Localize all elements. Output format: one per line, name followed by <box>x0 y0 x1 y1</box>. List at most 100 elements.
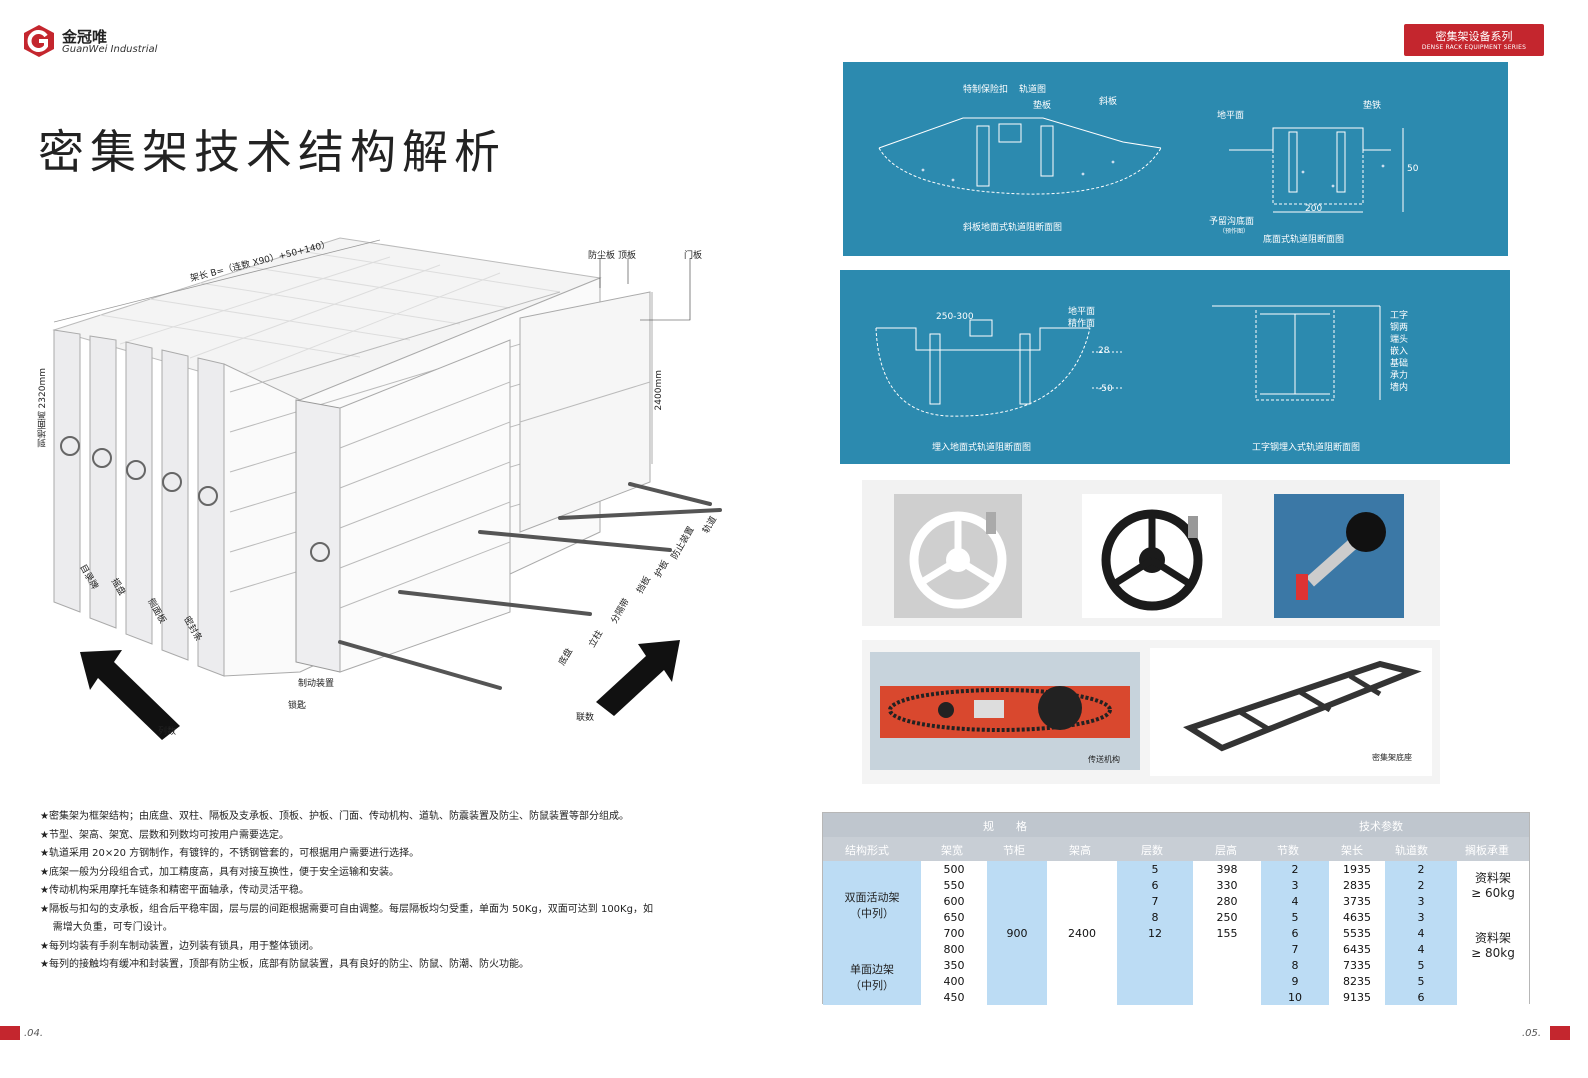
transmission-photo: 传送机构 <box>870 652 1140 770</box>
white-handwheel-icon <box>909 511 1007 609</box>
p1-caption-right: 底面式轨道阻断面图 <box>1263 235 1345 245</box>
p1-label-i: 予留沟底面 <box>1209 217 1255 227</box>
th-layer-height: 层高 <box>1215 844 1237 857</box>
table-cell-nodes: 5 <box>1291 911 1299 924</box>
p1-label-d: 斜板 <box>1099 97 1118 107</box>
th-type: 结构形式 <box>845 844 889 857</box>
table-cell-widths: 700 <box>943 927 965 940</box>
table-cell-rails: 5 <box>1417 959 1425 972</box>
white-wheel-photo <box>894 494 1022 618</box>
p1-label-j: （预作图） <box>1219 228 1250 235</box>
table-cell-nodes: 6 <box>1291 927 1299 940</box>
th-nodes: 节数 <box>1277 844 1299 857</box>
feature-item: ★节型、架高、架宽、层数和列数均可按用户需要选定。 <box>40 829 289 841</box>
label-top: 顶板 <box>618 251 637 261</box>
table-cell-layer_heights: 250 <box>1216 911 1238 924</box>
table-cell-lengths: 3735 <box>1343 895 1371 908</box>
rack-base-icon <box>1183 660 1422 752</box>
table-cell-layers: 6 <box>1151 879 1159 892</box>
rail-section-panel-1: 特制保险扣 轨道图 垫板 斜板 地平面 垫铁 50 200 予留沟底面 （预作图… <box>843 62 1508 256</box>
table-cell-rails: 3 <box>1417 911 1425 924</box>
table-cell-nodes: 8 <box>1291 959 1299 972</box>
table-cell-widths: 350 <box>943 959 965 972</box>
th-height: 架高 <box>1069 844 1091 857</box>
table-cell-rails: 4 <box>1417 927 1425 940</box>
page-title: 密集架技术结构解析 <box>38 125 506 179</box>
p2-label-k: 承力 <box>1390 371 1409 381</box>
col-layer-height <box>1193 861 1261 1005</box>
label-units: 联数 <box>576 713 595 723</box>
feature-item: ★每列的接触均有缓冲和封装置，顶部有防尘板，底部有防鼠装置，具有良好的防尘、防鼠… <box>40 959 529 970</box>
rack-illustration <box>52 237 722 740</box>
p1-label-b: 轨道图 <box>1019 85 1047 95</box>
table-cell-nodes: 10 <box>1288 991 1302 1004</box>
p2-label-g: 钢两 <box>1390 323 1409 333</box>
logo-en-text: GuanWei Industrial <box>62 44 158 55</box>
base-photo: 密集架底座 <box>1150 648 1432 776</box>
p1-label-e: 地平面 <box>1217 111 1245 121</box>
table-group-header: 规 格 技术参数 <box>823 813 1529 837</box>
table-cell-rails: 4 <box>1417 943 1425 956</box>
th-load: 搁板承重 <box>1465 844 1509 857</box>
p2-label-i: 嵌入 <box>1390 347 1409 357</box>
table-cell-layers: 5 <box>1151 863 1159 876</box>
type2: 单面边架 <box>850 963 894 976</box>
brand-logo: 金冠唯 GuanWei Industrial <box>22 24 182 62</box>
label-columns: 列数 <box>158 727 177 737</box>
label-height-left: 到地面高 2320mm <box>38 368 48 448</box>
col-type: 双面活动架 （中列） 单面边架 （中列） <box>823 861 921 1005</box>
units-arrow-icon <box>596 640 680 716</box>
crank-photo <box>1274 494 1404 618</box>
label-brake: 制动装置 <box>298 679 335 689</box>
type2b: （中列） <box>850 979 894 992</box>
table-cell-widths: 500 <box>943 863 965 876</box>
p1-label-h: 200 <box>1305 204 1323 214</box>
series-badge: 密集架设备系列 DENSE RACK EQUIPMENT SERIES <box>1404 24 1544 56</box>
table-cell-layers: 8 <box>1151 911 1159 924</box>
feature-item: ★密集架为框架结构；由底盘、双柱、隔板及支承板、顶板、护板、门面、传动机构、道轨… <box>40 811 629 822</box>
label-door: 门板 <box>684 251 703 261</box>
p1-label-g: 50 <box>1407 164 1419 174</box>
table-cell-layer_heights: 155 <box>1216 927 1238 940</box>
th-layers: 层数 <box>1141 844 1163 857</box>
table-cell-lengths: 2835 <box>1343 879 1371 892</box>
table-cell-rails: 3 <box>1417 895 1425 908</box>
crank-handle-icon <box>1296 512 1386 600</box>
table-cell-layer_heights: 398 <box>1216 863 1238 876</box>
rail-section-panel-2: 250-300 地平面 精作面 28 -50 工字 钢两 端头 嵌入 基础 承力… <box>840 270 1510 464</box>
feature-item: ★隔板与扣勾的支承板，组合后平稳牢固，层与层的间距根据需要可自由调整。每层隔板均… <box>40 903 653 915</box>
p2-label-a: 250-300 <box>936 312 974 322</box>
page-marker-right <box>1550 1026 1570 1040</box>
table-cell-lengths: 4635 <box>1343 911 1371 924</box>
p2-label-j: 基础 <box>1390 359 1409 369</box>
label-lock: 锁匙 <box>288 701 307 711</box>
page-number-right: .05. <box>1522 1028 1542 1039</box>
load1: 资料架 <box>1474 871 1511 885</box>
rack-diagram: 架长 B=（连数 X90）+50+140） 到地面高 2320mm 2400mm… <box>38 232 740 744</box>
logo-cn-text: 金冠唯 <box>62 28 108 46</box>
table-cell-layer_heights: 330 <box>1216 879 1238 892</box>
group-params: 技术参数 <box>1359 820 1403 833</box>
p2-caption-left: 埋入地面式轨道阻断面图 <box>932 443 1032 453</box>
table-cell-nodes: 9 <box>1291 975 1299 988</box>
table-cell-lengths: 7335 <box>1343 959 1371 972</box>
col-section: 900 <box>987 861 1047 1005</box>
table-cell-rails: 2 <box>1417 863 1425 876</box>
table-cell-lengths: 9135 <box>1343 991 1371 1004</box>
table-cell-rails: 5 <box>1417 975 1425 988</box>
table-cell-lengths: 8235 <box>1343 975 1371 988</box>
rail-section-drawing-2 <box>875 305 1381 417</box>
th-section: 节柜 <box>1003 844 1025 857</box>
p1-label-a: 特制保险扣 <box>963 85 1009 95</box>
p2-label-b: 地平面 <box>1068 307 1096 317</box>
feature-item: ★每列均装有手刹车制动装置，边列装有锁具，用于整体锁闭。 <box>40 940 319 952</box>
mechanism-photos: 传送机构 密集架底座 <box>862 640 1440 784</box>
section-value: 900 <box>1006 927 1028 940</box>
load2b: ≥ 80kg <box>1471 946 1515 960</box>
feature-item: ★底架一般为分段组合式，加工精度高，具有对接互换性，便于安全运输和安装。 <box>40 866 399 878</box>
p1-label-f: 垫铁 <box>1363 101 1382 111</box>
transmission-caption: 传送机构 <box>1088 755 1120 764</box>
table-cell-widths: 600 <box>943 895 965 908</box>
group-spec: 规 格 <box>983 820 1027 833</box>
col-length <box>1329 861 1385 1005</box>
